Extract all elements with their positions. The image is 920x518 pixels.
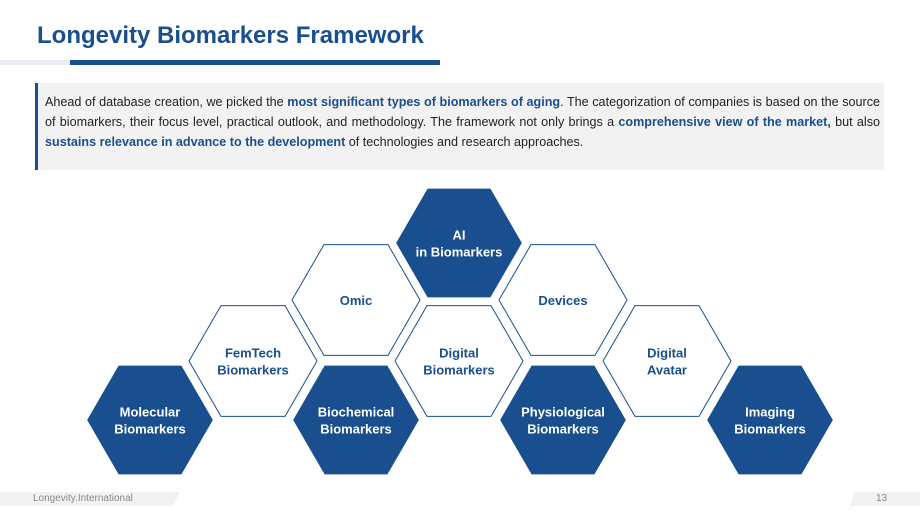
hexagon-label: Biomarkers — [114, 422, 186, 437]
hexagon-label: Imaging — [745, 405, 795, 420]
hexagon-shape — [291, 244, 421, 356]
hexagon-shape — [498, 244, 628, 356]
hexagon-label: Biomarkers — [320, 422, 392, 437]
hexagon-label: Molecular — [120, 405, 181, 420]
hexagon-label: Biochemical — [318, 405, 395, 420]
intro-highlight: most significant types of biomarkers of … — [287, 95, 561, 109]
hexagon-devices: Devices — [498, 244, 628, 356]
hexagon-ai-in-biomarkers: AI in Biomarkers — [393, 186, 525, 300]
intro-highlight: comprehensive view of the market, — [618, 115, 831, 129]
hexagon-label: Biomarkers — [217, 363, 289, 378]
intro-text: . The categorization of companies is bas… — [45, 95, 881, 129]
hexagon-shape — [704, 363, 836, 477]
hexagon-shape — [497, 363, 629, 477]
hexagon-label: in Biomarkers — [416, 245, 503, 260]
intro-text-box: Ahead of database creation, we picked th… — [35, 83, 884, 170]
hexagon-label: Devices — [538, 293, 587, 308]
hexagon-label: Avatar — [647, 363, 687, 378]
hexagon-shape — [393, 186, 525, 300]
hexagon-shape — [188, 305, 318, 417]
hexagon-label: FemTech — [225, 346, 281, 361]
intro-text: Ahead of database creation, we picked th… — [45, 95, 288, 109]
hexagon-label: Biomarkers — [423, 363, 495, 378]
hexagon-omic: Omic — [291, 244, 421, 356]
footer-page-tab: 13 — [850, 492, 920, 506]
hexagon-label: Digital — [647, 346, 687, 361]
hexagon-label: Biomarkers — [527, 422, 599, 437]
hexagon-label: AI — [453, 228, 466, 243]
hexagon-shape — [602, 305, 732, 417]
hexagon-shape — [84, 363, 216, 477]
hexagon-shape — [394, 305, 524, 417]
page-number: 13 — [876, 493, 888, 504]
intro-text: of technologies and research approaches. — [345, 135, 584, 149]
footer-site-label: Longevity.International — [33, 493, 133, 504]
intro-highlight: sustains relevance in advance to the dev… — [45, 135, 346, 149]
title-underline — [0, 60, 440, 65]
hexagon-label: Omic — [340, 293, 373, 308]
hexagon-label: Physiological — [521, 405, 605, 420]
slide-title: Longevity Biomarkers Framework — [37, 22, 424, 49]
intro-text: but also — [830, 115, 881, 129]
hexagon-shape — [290, 363, 422, 477]
hexagon-label: Digital — [439, 346, 479, 361]
hexagon-label: Biomarkers — [734, 422, 806, 437]
footer-site-tab: Longevity.International — [0, 492, 180, 506]
